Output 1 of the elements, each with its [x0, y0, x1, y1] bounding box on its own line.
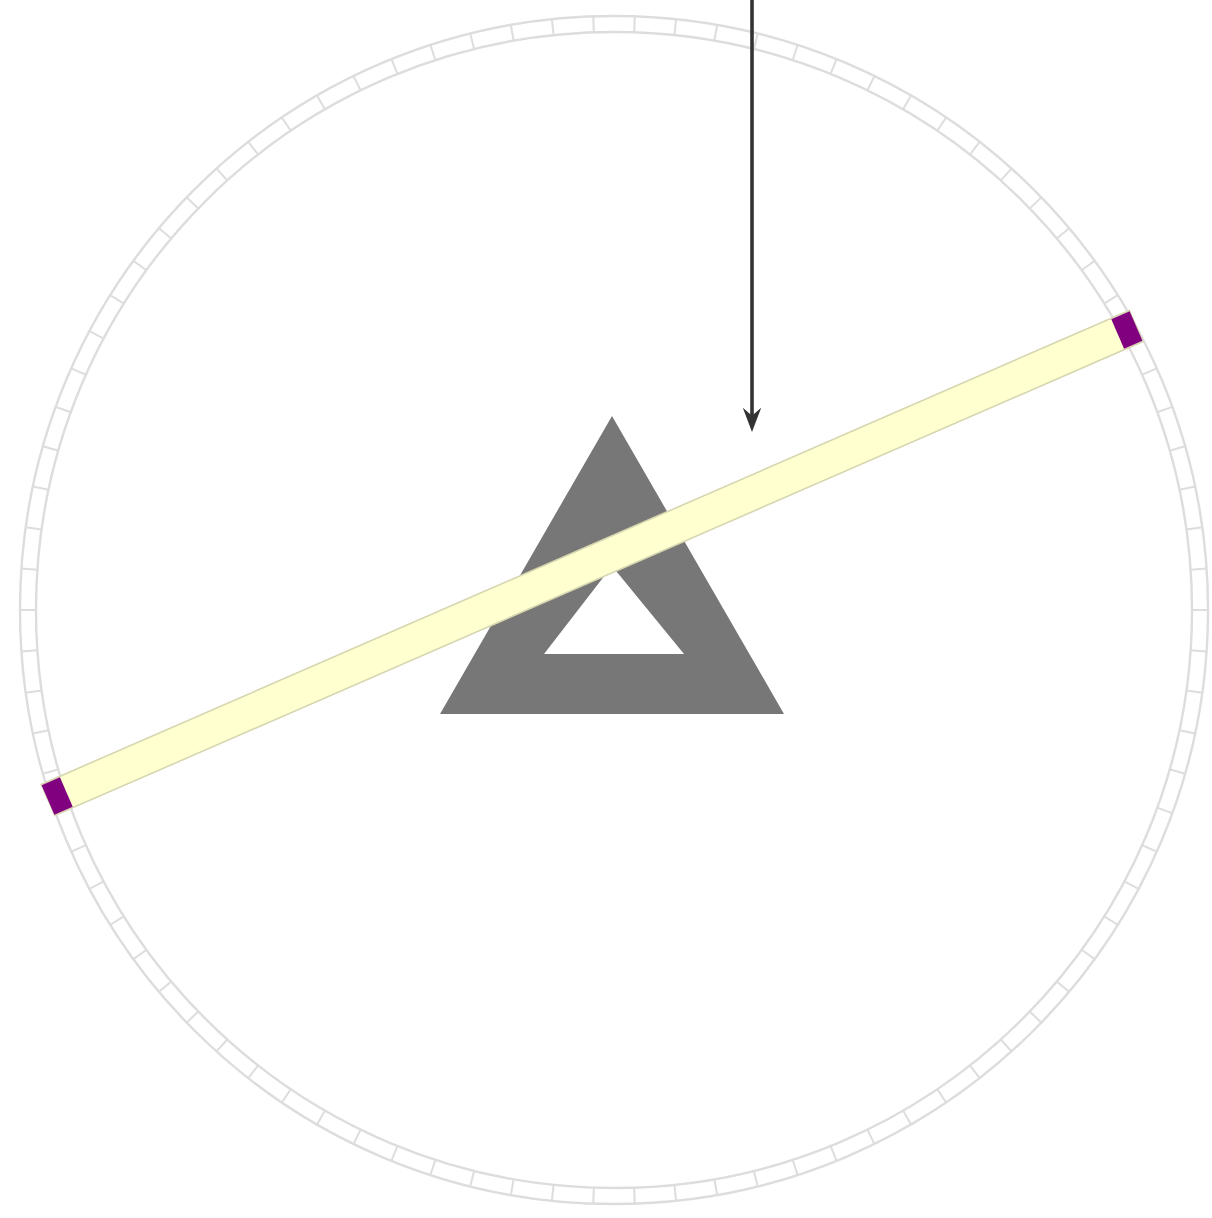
circle-track-drawing [18, 14, 1210, 1206]
